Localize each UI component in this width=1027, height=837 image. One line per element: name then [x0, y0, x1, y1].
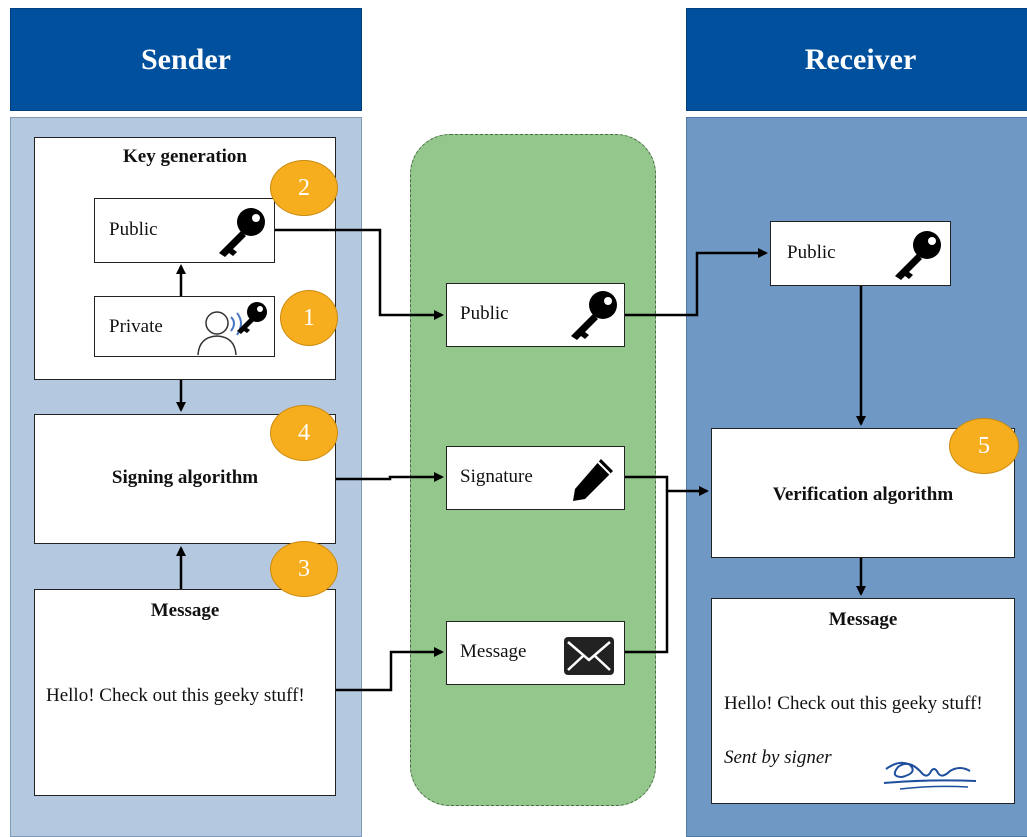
pencil-icon [573, 459, 613, 501]
sender-private-label: Private [109, 316, 163, 337]
sender-message-box: Message Hello! Check out this geeky stuf… [34, 589, 336, 796]
user-key-icon [197, 302, 267, 356]
sender-public-label: Public [109, 219, 158, 240]
channel-public-key-box: Public [446, 283, 625, 347]
channel-signature-label: Signature [460, 466, 533, 487]
key-icon [219, 208, 265, 257]
step-badge-4: 4 [270, 405, 338, 461]
sender-message-title: Message [150, 600, 220, 621]
signing-algorithm-title: Signing algorithm [111, 467, 259, 488]
channel-public-label: Public [460, 303, 509, 324]
key-generation-title: Key generation [122, 146, 247, 167]
sender-private-key-box: Private [94, 296, 275, 357]
sender-message-text: Hello! Check out this geeky stuff! [46, 685, 305, 706]
receiver-message-title: Message [828, 609, 898, 630]
key-icon [895, 231, 941, 280]
step-badge-3: 3 [270, 541, 338, 597]
receiver-header: Receiver [686, 8, 1027, 111]
key-icon [571, 291, 617, 340]
step-badge-5: 5 [949, 418, 1019, 474]
envelope-icon [564, 637, 614, 675]
channel-message-box: Message [446, 621, 625, 685]
channel-message-label: Message [460, 641, 527, 662]
channel-signature-box: Signature [446, 446, 625, 510]
step-badge-1: 1 [280, 290, 338, 346]
verification-algorithm-title: Verification algorithm [772, 484, 954, 505]
receiver-message-text: Hello! Check out this geeky stuff! [724, 693, 983, 714]
receiver-public-label: Public [787, 242, 836, 263]
receiver-message-box: Message Hello! Check out this geeky stuf… [711, 598, 1015, 804]
sender-public-key-box: Public [94, 198, 275, 263]
sender-header: Sender [10, 8, 362, 111]
signature-icon [883, 761, 977, 790]
receiver-signed-by: Sent by signer [724, 747, 832, 768]
receiver-public-key-box: Public [770, 221, 951, 286]
step-badge-2: 2 [270, 160, 338, 216]
